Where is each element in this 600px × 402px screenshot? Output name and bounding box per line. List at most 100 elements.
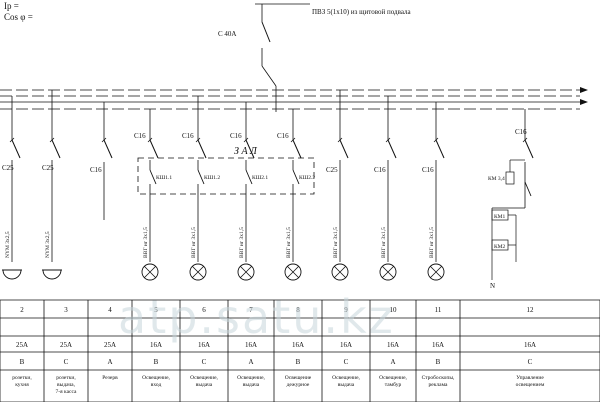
circuit-number-cell: 5 [154, 306, 158, 314]
feeder-label: ПВЗ 5(1х10) из щитовой подвала [312, 8, 411, 16]
breaker-mark [195, 137, 201, 143]
breaker-mark [9, 137, 15, 143]
breaker-label: C16 [422, 166, 434, 174]
breaker-contact [292, 139, 302, 159]
purpose-cell: Резерв [102, 375, 118, 381]
circuit-number-cell: 6 [202, 306, 206, 314]
socket-icon [2, 269, 22, 280]
lamp-icon [141, 263, 159, 281]
cable-label: ВВГ нг 3х1,5 [286, 227, 292, 258]
purpose-cell: выдача [338, 382, 355, 388]
busbar-arrow-1 [580, 87, 588, 93]
current-cell: 16А [340, 341, 352, 349]
zone-contact-label: КШ1.2 [204, 175, 220, 181]
purpose-cell: выдача [243, 382, 260, 388]
purpose-cell: 7-я касса [56, 389, 77, 395]
breaker-contact [524, 139, 534, 159]
breaker-label: C16 [515, 128, 527, 136]
lamp-icon-cross [334, 266, 346, 278]
cos-phi-label: Cos φ = [4, 12, 33, 22]
main-breaker-contact [261, 21, 271, 43]
phase-cell: В [20, 358, 25, 366]
purpose-cell: кухня [15, 382, 29, 388]
breaker-label: C25 [2, 164, 14, 172]
circuit-number-cell: 10 [390, 306, 398, 314]
current-cell: 16А [198, 341, 210, 349]
zone-contact-label: КШ1.1 [156, 175, 172, 181]
zone-contact-label: КШ2.2 [299, 175, 315, 181]
breaker-contact [245, 139, 255, 159]
lamp-icon [237, 263, 255, 281]
breaker-mark [290, 137, 296, 143]
breaker-label: C25 [326, 166, 338, 174]
ip-label: Ip = [4, 1, 19, 11]
main-breaker-label: С 40А [218, 30, 236, 38]
zone-contact [149, 169, 157, 185]
breaker-mark [337, 137, 343, 143]
lamp-icon [189, 263, 207, 281]
watermark: atp.satu.kz [118, 290, 395, 344]
lamp-icon-cross [240, 266, 252, 278]
breaker-mark [522, 137, 528, 143]
purpose-cell: освещением [516, 382, 545, 388]
lamp-icon-cross [287, 266, 299, 278]
circuit-number-cell: 11 [435, 306, 442, 314]
purpose-cell: Освещение, [332, 375, 360, 381]
phase-cell: В [296, 358, 301, 366]
circuit-number-cell: 2 [20, 306, 24, 314]
purpose-cell: Управление [516, 375, 544, 381]
purpose-cell: Освещение, [379, 375, 407, 381]
breaker-label: C16 [134, 132, 146, 140]
relay-km1-label: КМ1 [494, 214, 506, 220]
phase-cell: А [107, 358, 112, 366]
lamp-icon-cross [144, 266, 156, 278]
lamp-icon-cross [382, 266, 394, 278]
cable-label: ВВГ нг 3х1,5 [333, 227, 339, 258]
breaker-label: C25 [42, 164, 54, 172]
lamp-icon [427, 263, 445, 281]
current-cell: 25А [104, 341, 116, 349]
breaker-mark [433, 137, 439, 143]
breaker-contact [197, 139, 207, 159]
current-cell: 16А [150, 341, 162, 349]
relay-km2-label: КМ2 [494, 244, 506, 250]
phase-cell: С [202, 358, 207, 366]
breaker-contact [11, 139, 21, 159]
zone-contact [197, 169, 205, 185]
purpose-cell: выдача, [57, 382, 76, 388]
breaker-label: C16 [277, 132, 289, 140]
circuit-number-cell: 7 [249, 306, 253, 314]
zone-contact-label: КШ2.1 [252, 175, 268, 181]
breaker-label: C16 [182, 132, 194, 140]
contactor-label: КМ 3,4 [488, 176, 505, 182]
phase-cell: С [528, 358, 533, 366]
phase-cell: С [344, 358, 349, 366]
current-cell: 25А [60, 341, 72, 349]
lamp-icon [379, 263, 397, 281]
current-cell: 16А [292, 341, 304, 349]
cable-label: ВВГ нг 3х1,5 [191, 227, 197, 258]
purpose-cell: Освещение, [237, 375, 265, 381]
zone-contact [245, 169, 253, 185]
purpose-cell: розетки, [12, 375, 32, 381]
circuit-number-cell: 4 [108, 306, 112, 314]
cable-label: ВВГ нг 3х1,5 [381, 227, 387, 258]
circuit-number-cell: 12 [527, 306, 535, 314]
purpose-cell: дежурное [287, 382, 310, 388]
breaker-mark [385, 137, 391, 143]
zone-box [137, 157, 315, 195]
breaker-contact [103, 139, 113, 159]
lamp-icon-cross [192, 266, 204, 278]
current-cell: 16А [524, 341, 536, 349]
phase-cell: В [436, 358, 441, 366]
breaker-mark [101, 137, 107, 143]
circuit-group: C16 [90, 102, 113, 220]
circuit-number-cell: 9 [344, 306, 348, 314]
